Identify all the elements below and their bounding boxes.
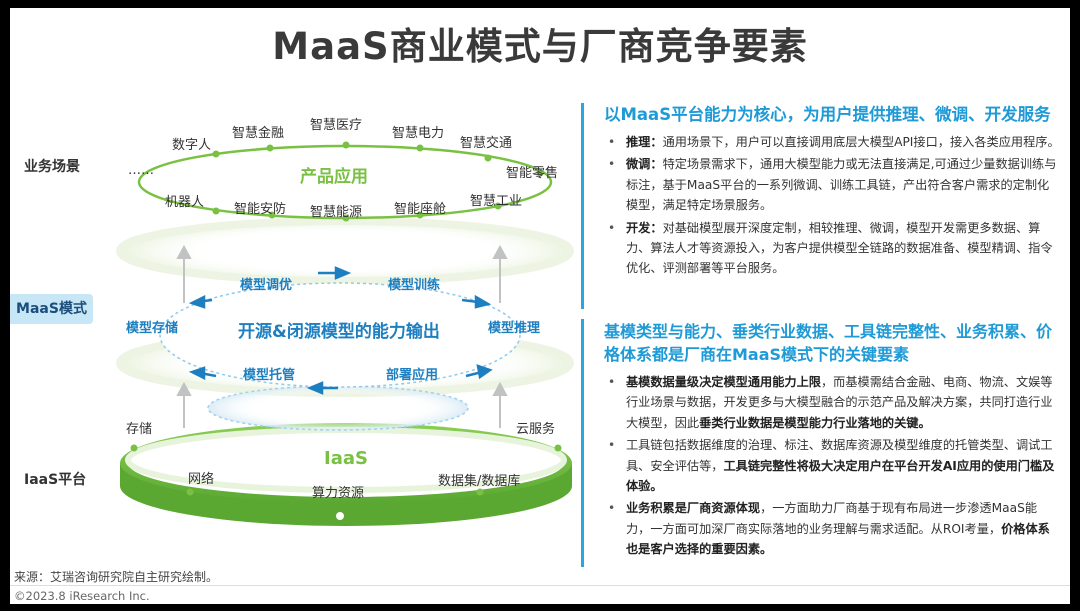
- divider-top: [581, 103, 584, 309]
- maas-item: 模型存储: [126, 321, 179, 336]
- source-note: 来源：艾瑞咨询研究院自主研究绘制。: [14, 570, 219, 584]
- iaas-item: 云服务: [516, 422, 556, 437]
- label-iaas-platform: IaaS平台: [24, 472, 87, 488]
- page-title: MaaS商业模式与厂商竞争要素: [272, 25, 808, 68]
- iaas-item: 存储: [126, 422, 153, 437]
- product-ring-title: 产品应用: [300, 167, 368, 187]
- maas-item: 模型推理: [488, 321, 541, 336]
- product-ring-dots: [212, 141, 544, 222]
- iaas-item: 算力资源: [312, 486, 365, 501]
- product-item: 智慧能源: [310, 205, 363, 220]
- product-item: 智慧金融: [232, 126, 285, 141]
- maas-item: 模型调优: [240, 278, 293, 293]
- list-item: 业务积累是厂商资源体现，一方面助力厂商基于现有布局进一步渗透MaaS能力，一方面…: [604, 498, 1060, 559]
- section2-title: 基模类型与能力、垂类行业数据、工具链完整性、业务积累、价格体系都是厂商在MaaS…: [604, 322, 1053, 364]
- upward-arrows: [176, 244, 508, 428]
- section2-list: 基模数据量级决定模型通用能力上限，而基模需结合金融、电商、物流、文娱等行业场景与…: [604, 372, 1060, 562]
- label-maas-mode: MaaS模式: [10, 294, 93, 324]
- list-item: 推理：通用场景下，用户可以直接调用底层大模型API接口，接入各类应用程序。: [604, 132, 1060, 153]
- product-item: 数字人: [172, 138, 212, 153]
- product-item: 智能零售: [506, 166, 559, 181]
- list-item: 基模数据量级决定模型通用能力上限，而基模需结合金融、电商、物流、文娱等行业场景与…: [604, 372, 1060, 433]
- iaas-item: 网络: [188, 472, 215, 487]
- footer-divider: [10, 585, 1070, 586]
- product-item: 智能安防: [234, 202, 287, 217]
- copyright: ©2023.8 iResearch Inc.: [14, 589, 150, 603]
- maas-item: 模型训练: [388, 278, 441, 293]
- product-item: 智慧交通: [460, 136, 513, 151]
- iaas-ring-dots: [130, 444, 562, 496]
- maas-item: 部署应用: [386, 368, 439, 383]
- maas-ring: [159, 282, 521, 388]
- iaas-center-dot: [334, 510, 346, 522]
- list-item: 工具链包括数据维度的治理、标注、数据库资源及模型维度的托管类型、调试工具、安全评…: [604, 435, 1060, 496]
- maas-ring-title: 开源&闭源模型的能力输出: [238, 322, 440, 342]
- slide: { "title": "MaaS商业模式与厂商竞争要素", "left_labe…: [10, 8, 1070, 604]
- iaas-item: 数据集/数据库: [438, 474, 521, 489]
- list-item: 微调：特定场景需求下，通用大模型能力或无法直接满足,可通过少量数据训练与标注，基…: [604, 154, 1060, 215]
- product-item: 机器人: [165, 195, 205, 210]
- maas-diagram: [116, 141, 574, 526]
- iaas-ring-title: IaaS: [324, 448, 368, 469]
- blue-dashed-ring: [207, 385, 469, 431]
- divider-bottom: [581, 319, 584, 567]
- product-item: ……: [128, 163, 154, 178]
- product-item: 智能座舱: [394, 202, 447, 217]
- maas-item: 模型托管: [243, 368, 296, 383]
- product-item: 智慧电力: [392, 126, 445, 141]
- section1-title: 以MaaS平台能力为核心，为用户提供推理、微调、开发服务: [604, 105, 1051, 124]
- section1-list: 推理：通用场景下，用户可以直接调用底层大模型API接口，接入各类应用程序。 微调…: [604, 132, 1060, 281]
- product-item: 智慧医疗: [310, 118, 363, 133]
- label-business-scene: 业务场景: [24, 159, 80, 175]
- product-item: 智慧工业: [470, 194, 523, 209]
- list-item: 开发：对基础模型展开深度定制，相较推理、微调，模型开发需更多数据、算力、算法人才…: [604, 218, 1060, 279]
- flow-arrows: [188, 266, 493, 395]
